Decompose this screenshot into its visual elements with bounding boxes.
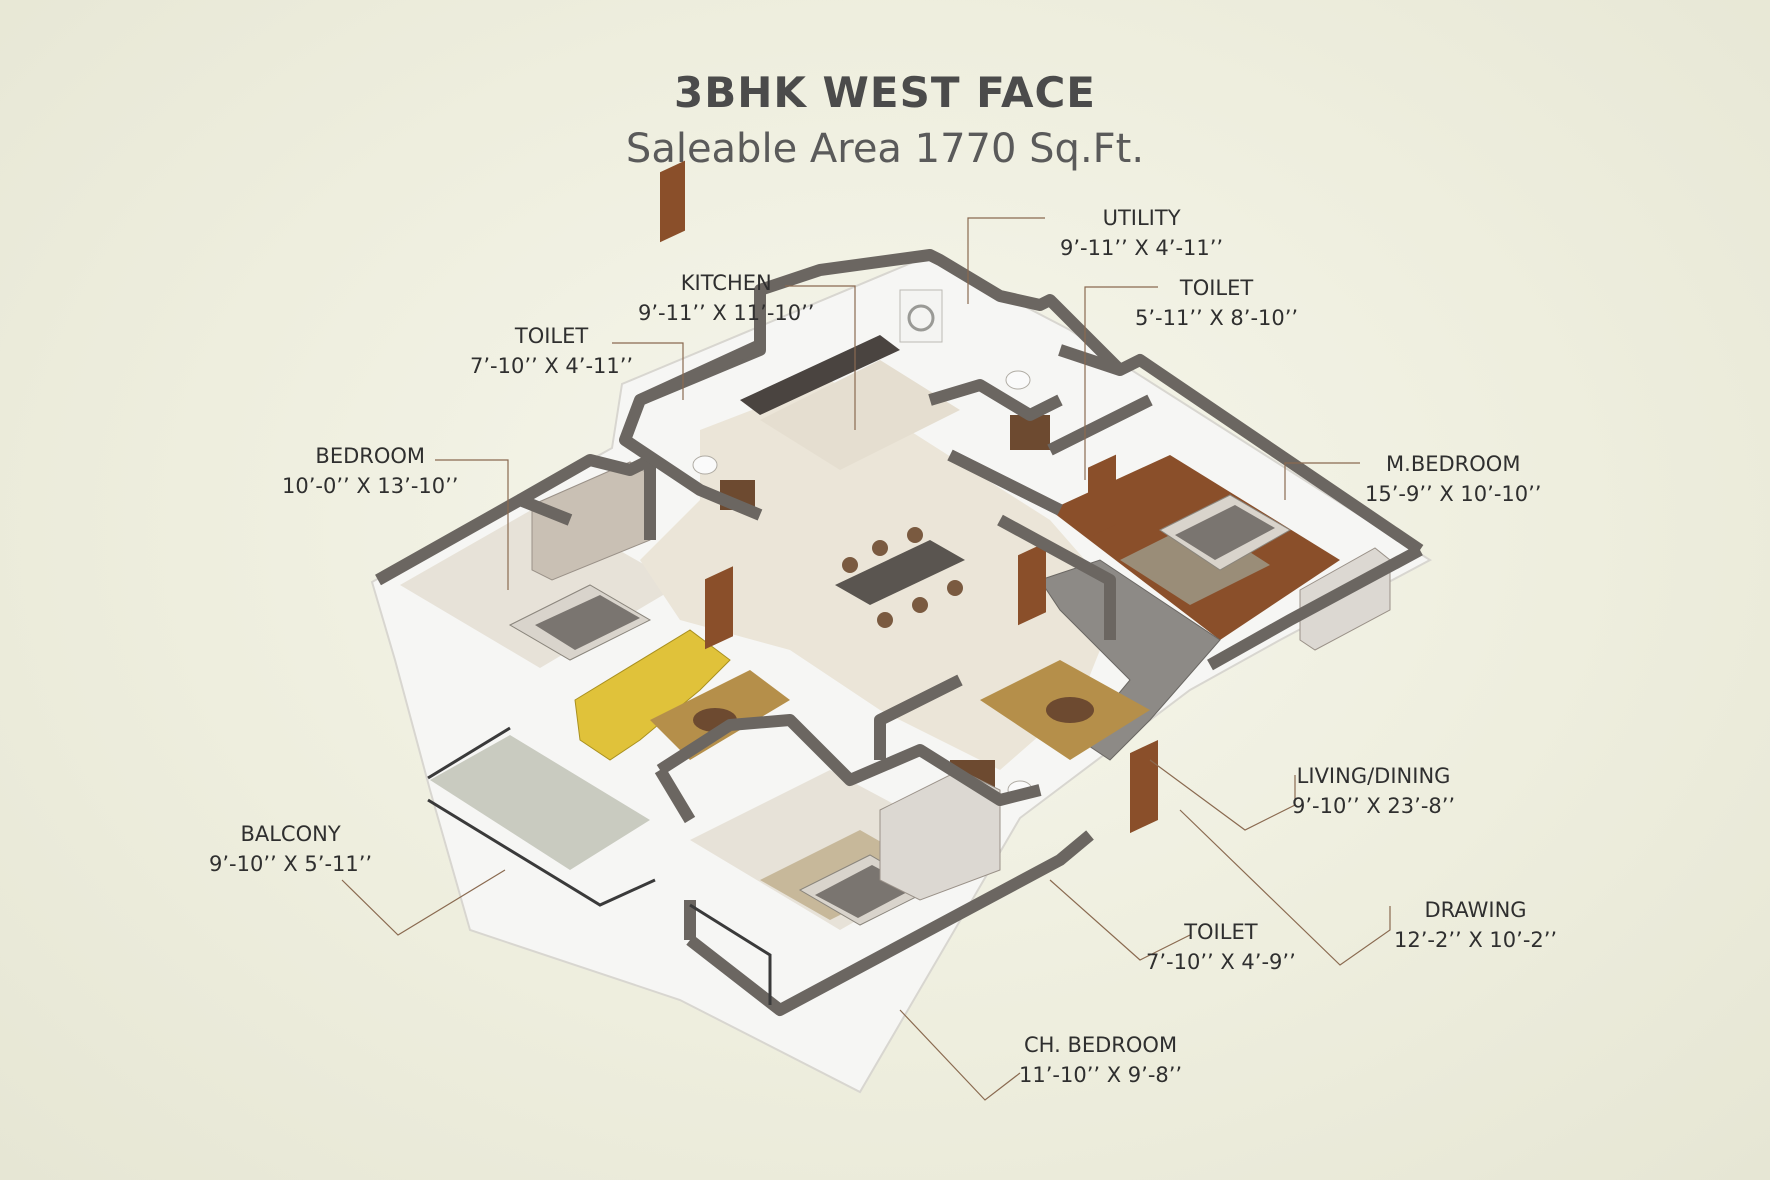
room-name: BALCONY: [240, 822, 341, 846]
room-label-living-dining: LIVING/DINING 9’-10’’ X 23’-8’’: [1292, 761, 1455, 821]
room-dims: 12’-2’’ X 10’-2’’: [1394, 928, 1558, 952]
room-dims: 9’-10’’ X 23’-8’’: [1292, 794, 1456, 818]
room-dims: 10’-0’’ X 13’-10’’: [282, 474, 459, 498]
room-label-kitchen: KITCHEN 9’-11’’ X 11’-10’’: [638, 268, 814, 328]
room-dims: 11’-10’’ X 9’-8’’: [1019, 1063, 1183, 1087]
plan-title: 3BHK WEST FACE: [674, 68, 1096, 117]
room-label-toilet-child: TOILET 7’-10’’ X 4’-9’’: [1146, 917, 1296, 977]
room-dims: 7’-10’’ X 4’-9’’: [1146, 950, 1296, 974]
room-dims: 9’-10’’ X 5’-11’’: [209, 852, 373, 876]
washing-machine: [899, 289, 943, 343]
door-1: [660, 160, 685, 243]
room-label-utility: UTILITY 9’-11’’ X 4’-11’’: [1060, 203, 1223, 263]
balcony-railing: [427, 726, 772, 1005]
room-name: TOILET: [1184, 920, 1258, 944]
room-dims: 7’-10’’ X 4’-11’’: [470, 354, 634, 378]
door-2: [705, 566, 733, 650]
room-label-drawing: DRAWING 12’-2’’ X 10’-2’’: [1394, 895, 1557, 955]
door-4: [1130, 740, 1158, 834]
room-dims: 9’-11’’ X 11’-10’’: [638, 301, 815, 325]
room-name: M.BEDROOM: [1386, 452, 1521, 476]
toilet-fixture-1: [692, 455, 718, 475]
room-name: TOILET: [514, 324, 589, 348]
room-name: CH. BEDROOM: [1024, 1033, 1178, 1057]
room-name: UTILITY: [1102, 206, 1181, 230]
kitchen-counter: [740, 335, 900, 415]
room-label-child-bedroom: CH. BEDROOM 11’-10’’ X 9’-8’’: [1019, 1030, 1182, 1090]
room-name: BEDROOM: [315, 444, 426, 468]
room-label-balcony: BALCONY 9’-10’’ X 5’-11’’: [209, 819, 372, 879]
door-3: [1088, 454, 1116, 538]
room-name: DRAWING: [1424, 898, 1527, 922]
balcony-floor: [430, 735, 650, 870]
toilet-fixture-2: [1005, 370, 1031, 390]
room-label-master-bedroom: M.BEDROOM 15’-9’’ X 10’-10’’: [1365, 449, 1541, 509]
room-name: TOILET: [1179, 276, 1254, 300]
door-5: [1018, 542, 1046, 626]
bed-left-cover: [535, 595, 640, 650]
room-name: LIVING/DINING: [1296, 764, 1451, 788]
room-name: KITCHEN: [680, 271, 772, 295]
room-label-toilet-kitchen: TOILET 7’-10’’ X 4’-11’’: [470, 321, 633, 381]
coffee-table-right: [1046, 697, 1094, 723]
kitchen-floor: [760, 360, 960, 470]
room-dims: 9’-11’’ X 4’-11’’: [1060, 236, 1224, 260]
room-dims: 15’-9’’ X 10’-10’’: [1365, 482, 1542, 506]
room-label-toilet-utility: TOILET 5’-11’’ X 8’-10’’: [1135, 273, 1298, 333]
grey-sofa: [1039, 559, 1221, 761]
leader-lines: [341, 217, 1391, 1101]
plan-subtitle: Saleable Area 1770 Sq.Ft.: [625, 126, 1145, 172]
room-label-bedroom: BEDROOM 10’-0’’ X 13’-10’’: [282, 441, 458, 501]
dining-table: [835, 540, 965, 605]
room-dims: 5’-11’’ X 8’-10’’: [1135, 306, 1299, 330]
